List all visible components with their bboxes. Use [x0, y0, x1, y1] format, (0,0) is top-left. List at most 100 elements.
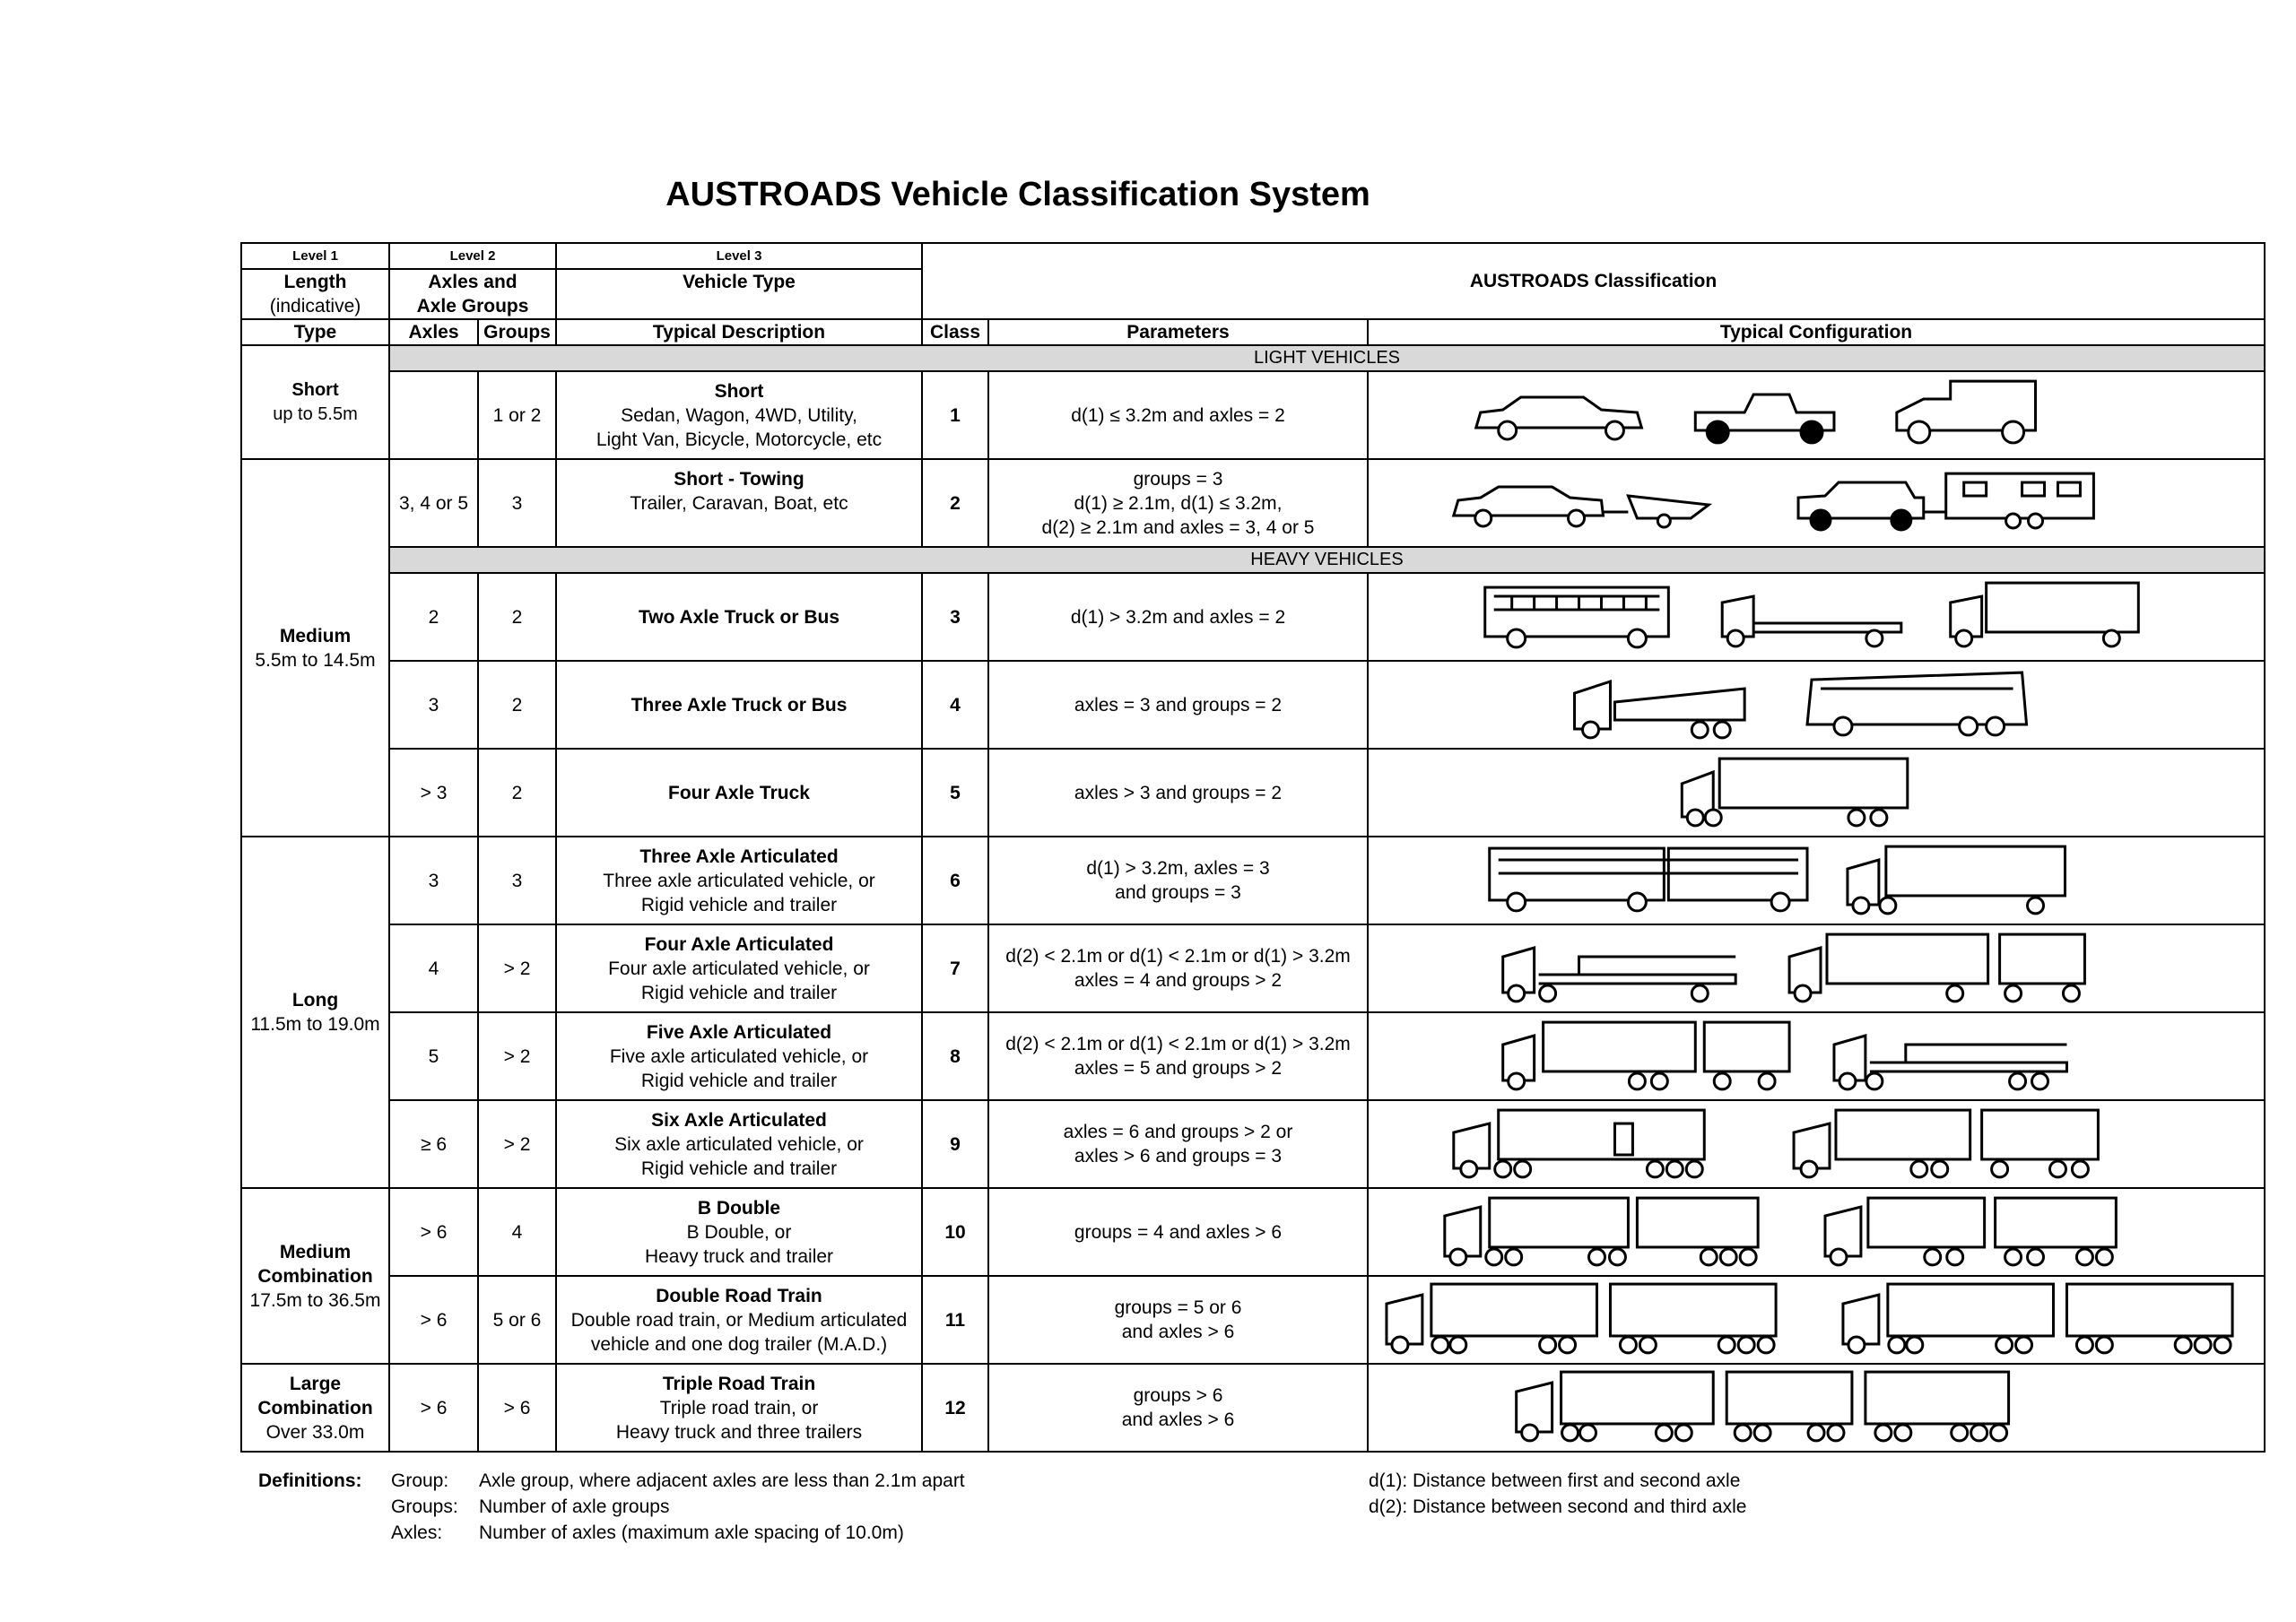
axles-cell: 4 — [388, 924, 479, 1013]
class-cell: 2 — [921, 458, 989, 548]
description-line: Five axle articulated vehicle, or — [609, 1045, 869, 1067]
class-cell: 12 — [921, 1363, 989, 1453]
type-short-range: up to 5.5m — [273, 403, 358, 424]
groups-cell: 3 — [477, 458, 557, 548]
semi-trailer-icon — [1452, 1108, 1706, 1179]
semi-trailer-icon — [1832, 1034, 2068, 1091]
type-medium-name: Medium — [279, 625, 352, 646]
class-cell: 6 — [921, 836, 989, 925]
parameter-line: and groups = 3 — [1115, 882, 1241, 903]
axles-cell: > 6 — [388, 1187, 479, 1277]
vehicle-illustrations — [1452, 1108, 2100, 1179]
groups-cell: 2 — [477, 660, 557, 750]
band-heavy-vehicles-row: HEAVY VEHICLES — [241, 546, 2266, 574]
parameters-cell: axles = 3 and groups = 2 — [987, 660, 1369, 750]
axles-cell: > 6 — [388, 1275, 479, 1365]
parameter-line: groups = 3 — [1133, 468, 1223, 490]
definition-d2: d(2): Distance between second and third … — [1369, 1496, 1747, 1517]
description-title: Three Axle Truck or Bus — [555, 660, 923, 750]
description-line: Rigid vehicle and trailer — [640, 1158, 838, 1179]
parameter-line: groups = 5 or 6 — [1114, 1297, 1242, 1318]
articulated-bus-icon — [1488, 846, 1809, 913]
header-length: Length(indicative) — [240, 268, 390, 320]
class-cell: 9 — [921, 1099, 989, 1189]
vehicle-illustrations — [1474, 379, 2038, 445]
description-title: Two Axle Truck or Bus — [555, 572, 923, 662]
definition-term: Axles: — [391, 1522, 443, 1543]
header-axles-and: Axles and — [428, 272, 517, 292]
configuration-cell — [1366, 572, 2266, 662]
bus-icon — [1483, 585, 1670, 649]
description-title: Double Road Train — [656, 1285, 822, 1306]
truck-and-trailer-icon — [1501, 1020, 1791, 1091]
description-title: Short - Towing — [674, 468, 804, 490]
axles-cell: 3 — [388, 836, 479, 925]
parameter-line: d(2) ≥ 2.1m and axles = 3, 4 or 5 — [1041, 516, 1315, 538]
header-level2: Level 2 — [388, 242, 557, 270]
parameters-cell: axles > 3 and groups = 2 — [987, 748, 1369, 837]
type-short-name: Short — [291, 379, 339, 400]
type-large-combination-name1: Large — [289, 1373, 342, 1394]
vehicle-illustrations — [1488, 845, 2066, 915]
vehicle-illustrations — [1385, 1282, 2234, 1355]
description-line: Rigid vehicle and trailer — [640, 982, 838, 1003]
description-line: Heavy truck and trailer — [644, 1245, 834, 1267]
groups-cell: 2 — [477, 572, 557, 662]
page-title: AUSTROADS Vehicle Classification System — [665, 176, 1370, 213]
sedan-with-boat-icon — [1451, 485, 1713, 529]
tipper-truck-icon — [1573, 679, 1746, 740]
col-parameters: Parameters — [987, 318, 1369, 346]
description-line: Heavy truck and three trailers — [615, 1421, 863, 1443]
parameter-line: and axles > 6 — [1121, 1409, 1235, 1430]
description-line: Double road train, or Medium articulated — [570, 1309, 908, 1331]
description-title: Six Axle Articulated — [651, 1109, 827, 1131]
groups-cell: > 6 — [477, 1363, 557, 1453]
classification-table: Level 1 Level 2 Level 3 AUSTROADS Classi… — [240, 242, 2266, 1453]
type-medium-combination-name2: Combination — [257, 1265, 373, 1287]
sedan-icon — [1474, 395, 1644, 441]
table-row: 3 2 Three Axle Truck or Bus 4 axles = 3 … — [241, 660, 2266, 750]
axles-cell: 3 — [388, 660, 479, 750]
parameter-line: groups > 6 — [1133, 1385, 1223, 1406]
definition-term: Group: — [391, 1470, 449, 1491]
description-line: Trailer, Caravan, Boat, etc — [630, 492, 848, 514]
definition-term: Groups: — [391, 1496, 458, 1517]
type-large-combination-range: Over 33.0m — [265, 1421, 365, 1443]
class-cell: 1 — [921, 370, 989, 460]
configuration-cell — [1366, 660, 2266, 750]
configuration-cell — [1366, 748, 2266, 837]
configuration-cell — [1366, 1363, 2266, 1453]
col-typical-description: Typical Description — [555, 318, 923, 346]
class-cell: 8 — [921, 1011, 989, 1101]
parameter-line: d(2) < 2.1m or d(1) < 2.1m or d(1) > 3.2… — [1005, 946, 1351, 967]
col-axles: Axles — [388, 318, 479, 346]
vehicle-illustrations — [1573, 671, 2029, 740]
description-line: Light Van, Bicycle, Motorcycle, etc — [596, 429, 883, 450]
groups-cell: > 2 — [477, 1011, 557, 1101]
description-line: Rigid vehicle and trailer — [640, 894, 838, 915]
description-title: Five Axle Articulated — [646, 1021, 832, 1043]
description-title: Three Axle Articulated — [639, 846, 839, 867]
vehicle-illustrations — [1680, 757, 1909, 828]
groups-cell: 3 — [477, 836, 557, 925]
groups-cell: 1 or 2 — [477, 370, 557, 460]
